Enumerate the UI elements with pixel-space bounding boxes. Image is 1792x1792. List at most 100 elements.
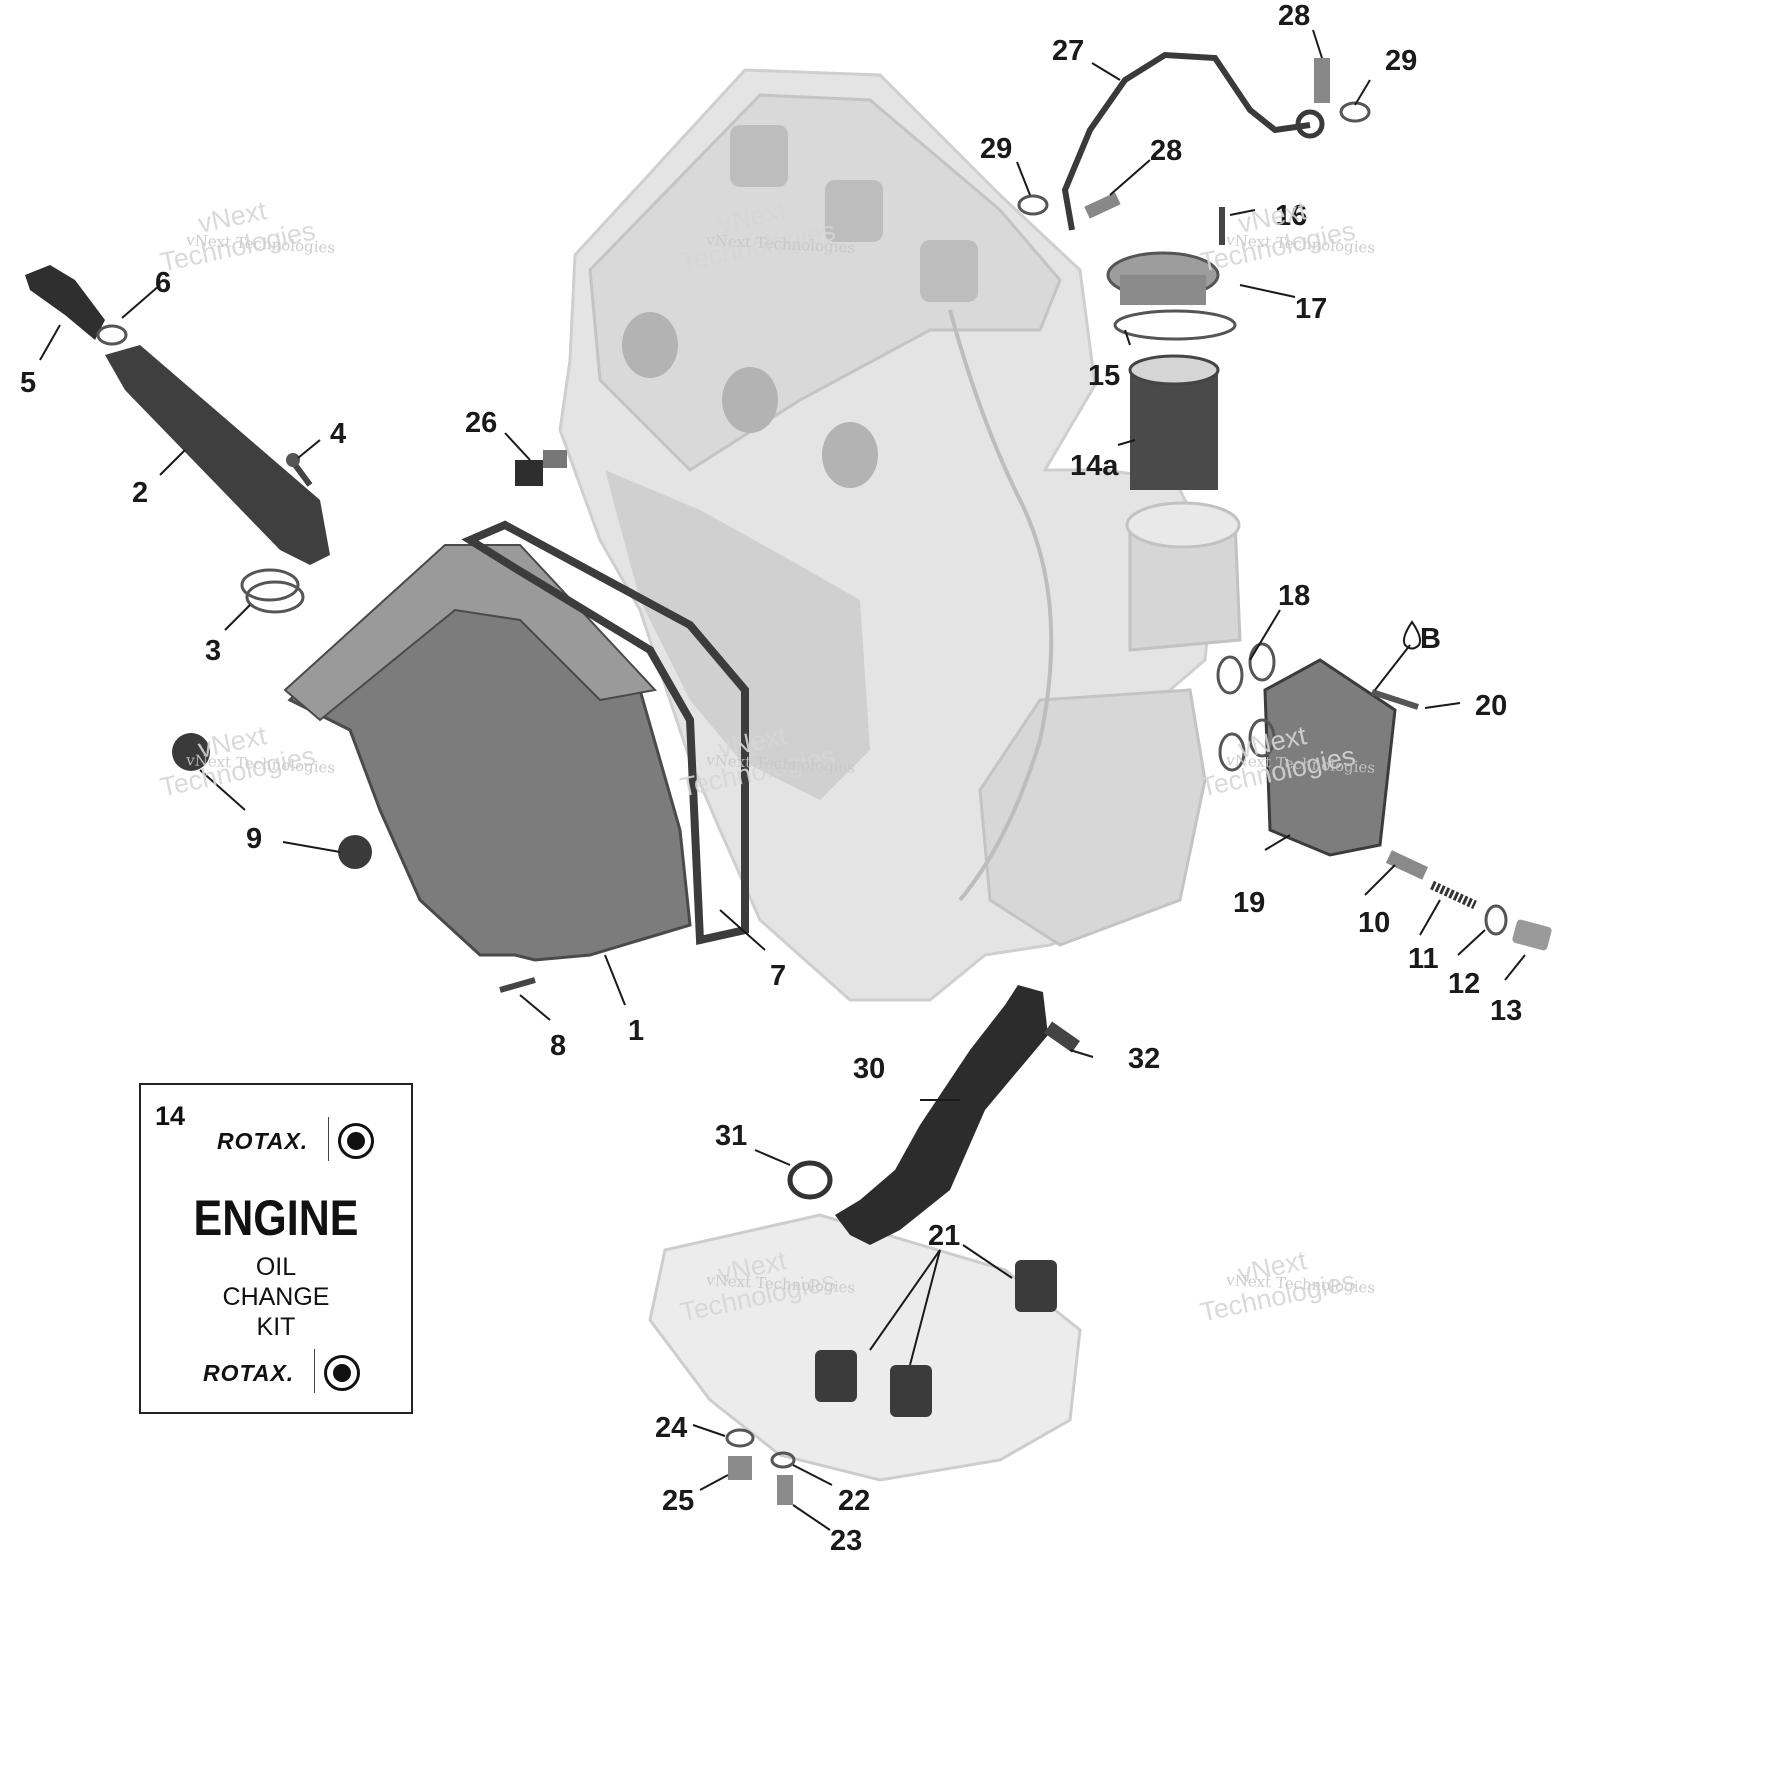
tube-o-ring-b xyxy=(245,580,305,614)
callout-29-top: 29 xyxy=(1385,45,1417,77)
callout-21: 21 xyxy=(928,1220,960,1252)
kit-line-kit: KIT xyxy=(256,1313,296,1341)
dipstick-cap xyxy=(25,265,105,340)
callout-1: 1 xyxy=(628,1015,644,1047)
banjo-bolt-top xyxy=(1314,58,1330,103)
oil-pan-flange xyxy=(283,544,657,722)
oil-pump-housing xyxy=(648,1213,1082,1482)
brand-separator-bottom xyxy=(314,1349,315,1393)
callout-24: 24 xyxy=(655,1412,687,1444)
crankcase-recess xyxy=(605,470,870,800)
oil-drop-icon xyxy=(1402,620,1422,650)
temperature-sensor xyxy=(1044,1021,1080,1053)
callout-14a: 14a xyxy=(1070,450,1119,482)
callout-13: 13 xyxy=(1490,995,1522,1027)
callout-7: 7 xyxy=(770,960,786,992)
tube-o-ring-a xyxy=(240,568,300,602)
callout-19: 19 xyxy=(1233,887,1265,919)
oil-filter xyxy=(1130,370,1218,490)
callout-9: 9 xyxy=(246,823,262,855)
plug-gasket-right xyxy=(770,1451,796,1469)
dipstick-o-ring xyxy=(96,324,128,346)
drain-plug-a xyxy=(172,733,210,771)
callout-25: 25 xyxy=(662,1485,694,1517)
relief-valve-spring xyxy=(1430,880,1477,910)
callout-23: 23 xyxy=(830,1525,862,1557)
oil-filter-top xyxy=(1128,354,1220,386)
callout-8: 8 xyxy=(550,1030,566,1062)
callout-22: 22 xyxy=(838,1485,870,1517)
intake-port-1 xyxy=(622,312,678,378)
cooler-gasket-b xyxy=(1248,642,1276,682)
brand-wordmark-bottom: ROTAX. xyxy=(203,1360,295,1386)
kit-line-change: CHANGE xyxy=(222,1283,330,1311)
callout-27: 27 xyxy=(1052,35,1084,67)
oil-line xyxy=(1061,51,1311,231)
oil-filter-housing-rim xyxy=(1125,501,1241,549)
cooler-gasket-c xyxy=(1218,732,1246,772)
relief-valve-piston xyxy=(1385,850,1429,880)
callout-32: 32 xyxy=(1128,1043,1160,1075)
tube-screw-head xyxy=(286,453,300,467)
callout-2: 2 xyxy=(132,477,148,509)
screw-23 xyxy=(777,1475,793,1505)
oil-line-banjo xyxy=(1295,109,1325,139)
kit-callout-number: 14 xyxy=(155,1101,186,1131)
ignition-coil-2 xyxy=(825,180,883,242)
banjo-bolt-lower xyxy=(1084,192,1121,219)
callout-11: 11 xyxy=(1408,943,1439,975)
callout-29-lower: 29 xyxy=(980,133,1012,165)
plug-gasket-left xyxy=(725,1428,755,1448)
cooler-gasket-d xyxy=(1248,718,1276,758)
filter-cover-o-ring xyxy=(1113,309,1237,341)
oil-pressure-sensor-tip xyxy=(543,450,567,468)
callout-b: B xyxy=(1420,623,1441,655)
pan-screw xyxy=(499,977,536,993)
drain-plug-25 xyxy=(728,1456,752,1480)
suction-pipe xyxy=(835,985,1048,1245)
banjo-washer-top xyxy=(1339,101,1371,123)
brand-wordmark-top: ROTAX. xyxy=(217,1128,309,1154)
cylinder-head xyxy=(588,93,1062,472)
ignition-coil-3 xyxy=(920,240,978,302)
callout-4: 4 xyxy=(330,418,346,450)
engine-block xyxy=(558,68,1242,1002)
callout-3: 3 xyxy=(205,635,221,667)
callout-labels: 1 2 3 4 5 6 7 8 9 10 11 12 13 14a 15 16 … xyxy=(20,0,1522,1557)
callout-30: 30 xyxy=(853,1053,885,1085)
oil-strainer-2 xyxy=(815,1350,857,1402)
callout-10: 10 xyxy=(1358,907,1390,939)
callout-16: 16 xyxy=(1275,200,1307,232)
callout-5: 5 xyxy=(20,367,36,399)
leader-lines xyxy=(39,29,1526,1531)
callout-28-top: 28 xyxy=(1278,0,1310,32)
drain-plug-b xyxy=(338,835,372,869)
pan-gasket xyxy=(461,520,749,945)
relief-valve-plug xyxy=(1512,919,1552,951)
relief-valve-o-ring xyxy=(1484,904,1508,936)
banjo-washer-lower xyxy=(1017,194,1049,216)
wiring-harness xyxy=(948,309,1054,902)
ignition-coil-1 xyxy=(730,125,788,187)
oil-strainer-3 xyxy=(890,1365,932,1417)
callout-26: 26 xyxy=(465,407,497,439)
brand-separator-top xyxy=(328,1117,329,1161)
oil-pressure-sensor xyxy=(515,460,543,486)
cooler-screw xyxy=(1371,689,1419,710)
callout-17: 17 xyxy=(1295,293,1327,325)
brp-logo-icon-bottom xyxy=(324,1355,360,1391)
callout-12: 12 xyxy=(1448,968,1480,1000)
callout-6: 6 xyxy=(155,267,171,299)
oil-change-kit-box: 14 ROTAX. ENGINE OIL CHANGE KIT ROTAX. xyxy=(139,1083,413,1414)
callout-31: 31 xyxy=(715,1120,747,1152)
oil-strainer-1 xyxy=(1015,1260,1057,1312)
callout-18: 18 xyxy=(1278,580,1310,612)
callout-15: 15 xyxy=(1088,360,1120,392)
kit-title: ENGINE xyxy=(193,1190,359,1246)
kit-line-oil: OIL xyxy=(255,1253,297,1281)
oil-filter-cover-body xyxy=(1120,275,1206,305)
callout-20: 20 xyxy=(1475,690,1507,722)
oil-pan xyxy=(287,558,692,962)
callout-28-lower: 28 xyxy=(1150,135,1182,167)
